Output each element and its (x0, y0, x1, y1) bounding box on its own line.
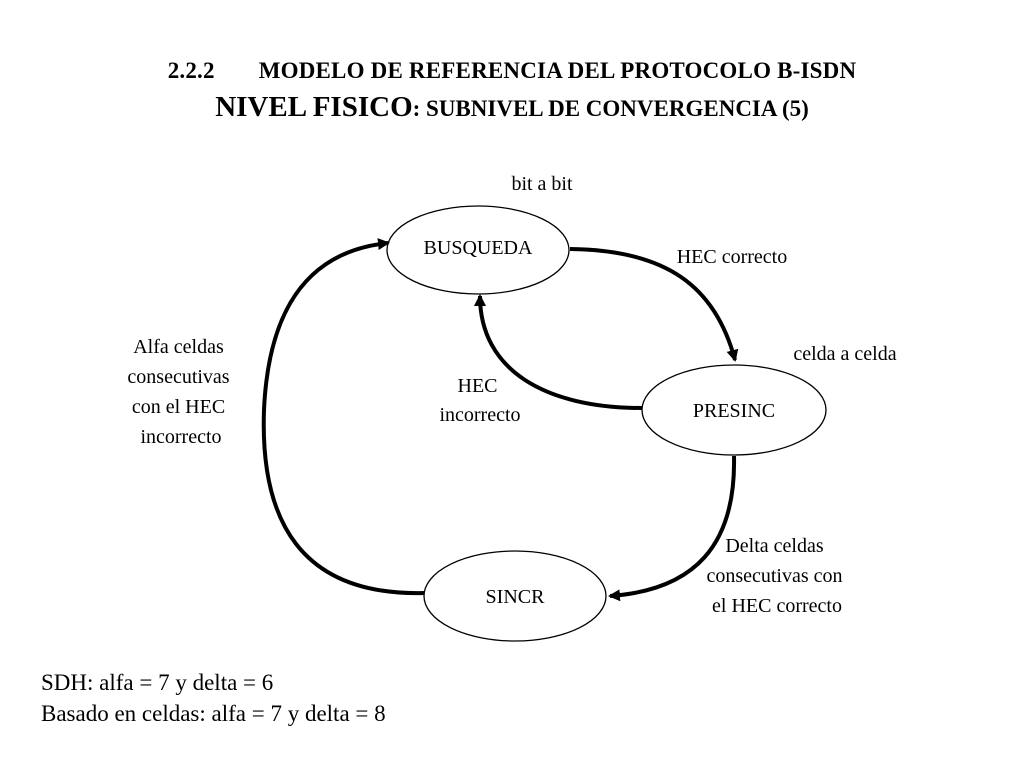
state-busqueda-label: BUSQUEDA (424, 237, 533, 259)
state-sincr: SINCR (423, 550, 607, 642)
arrow-presinc-to-busqueda (474, 294, 643, 410)
note-sdh: SDH: alfa = 7 y delta = 6 (41, 670, 274, 695)
section-number: 2.2.2 (167, 58, 215, 83)
state-sincr-label: SINCR (486, 586, 546, 608)
title-text: MODELO DE REFERENCIA DEL PROTOCOLO B-ISD… (258, 58, 857, 83)
state-presinc-label: PRESINC (693, 400, 775, 422)
page-title: 2.2.2 MODELO DE REFERENCIA DEL PROTOCOLO … (0, 58, 1024, 84)
note-celdas: Basado en celdas: alfa = 7 y delta = 8 (41, 701, 386, 726)
label-hec-incorrecto: HEC incorrecto (439, 375, 520, 426)
label-alfa: Alfa celdas consecutivas con el HEC inco… (127, 336, 234, 448)
arrow-presinc-to-sincr (608, 455, 737, 602)
notes: SDH: alfa = 7 y delta = 6 Basado en celd… (41, 667, 386, 729)
label-bit-a-bit: bit a bit (511, 173, 573, 195)
arrow-busqueda-to-presinc (569, 247, 739, 362)
arrow-sincr-to-busqueda (261, 238, 425, 596)
label-celda-a-celda: celda a celda (793, 343, 896, 365)
page-subtitle: NIVEL FISICO: SUBNIVEL DE CONVERGENCIA (… (0, 91, 1024, 124)
label-delta: Delta celdas consecutivas con el HEC cor… (706, 535, 847, 617)
label-hec-correcto: HEC correcto (677, 246, 788, 268)
subtitle-main: NIVEL FISICO (215, 91, 413, 123)
subtitle-rest: : SUBNIVEL DE CONVERGENCIA (5) (412, 96, 809, 121)
state-busqueda: BUSQUEDA (386, 205, 570, 295)
state-presinc: PRESINC (641, 364, 827, 456)
